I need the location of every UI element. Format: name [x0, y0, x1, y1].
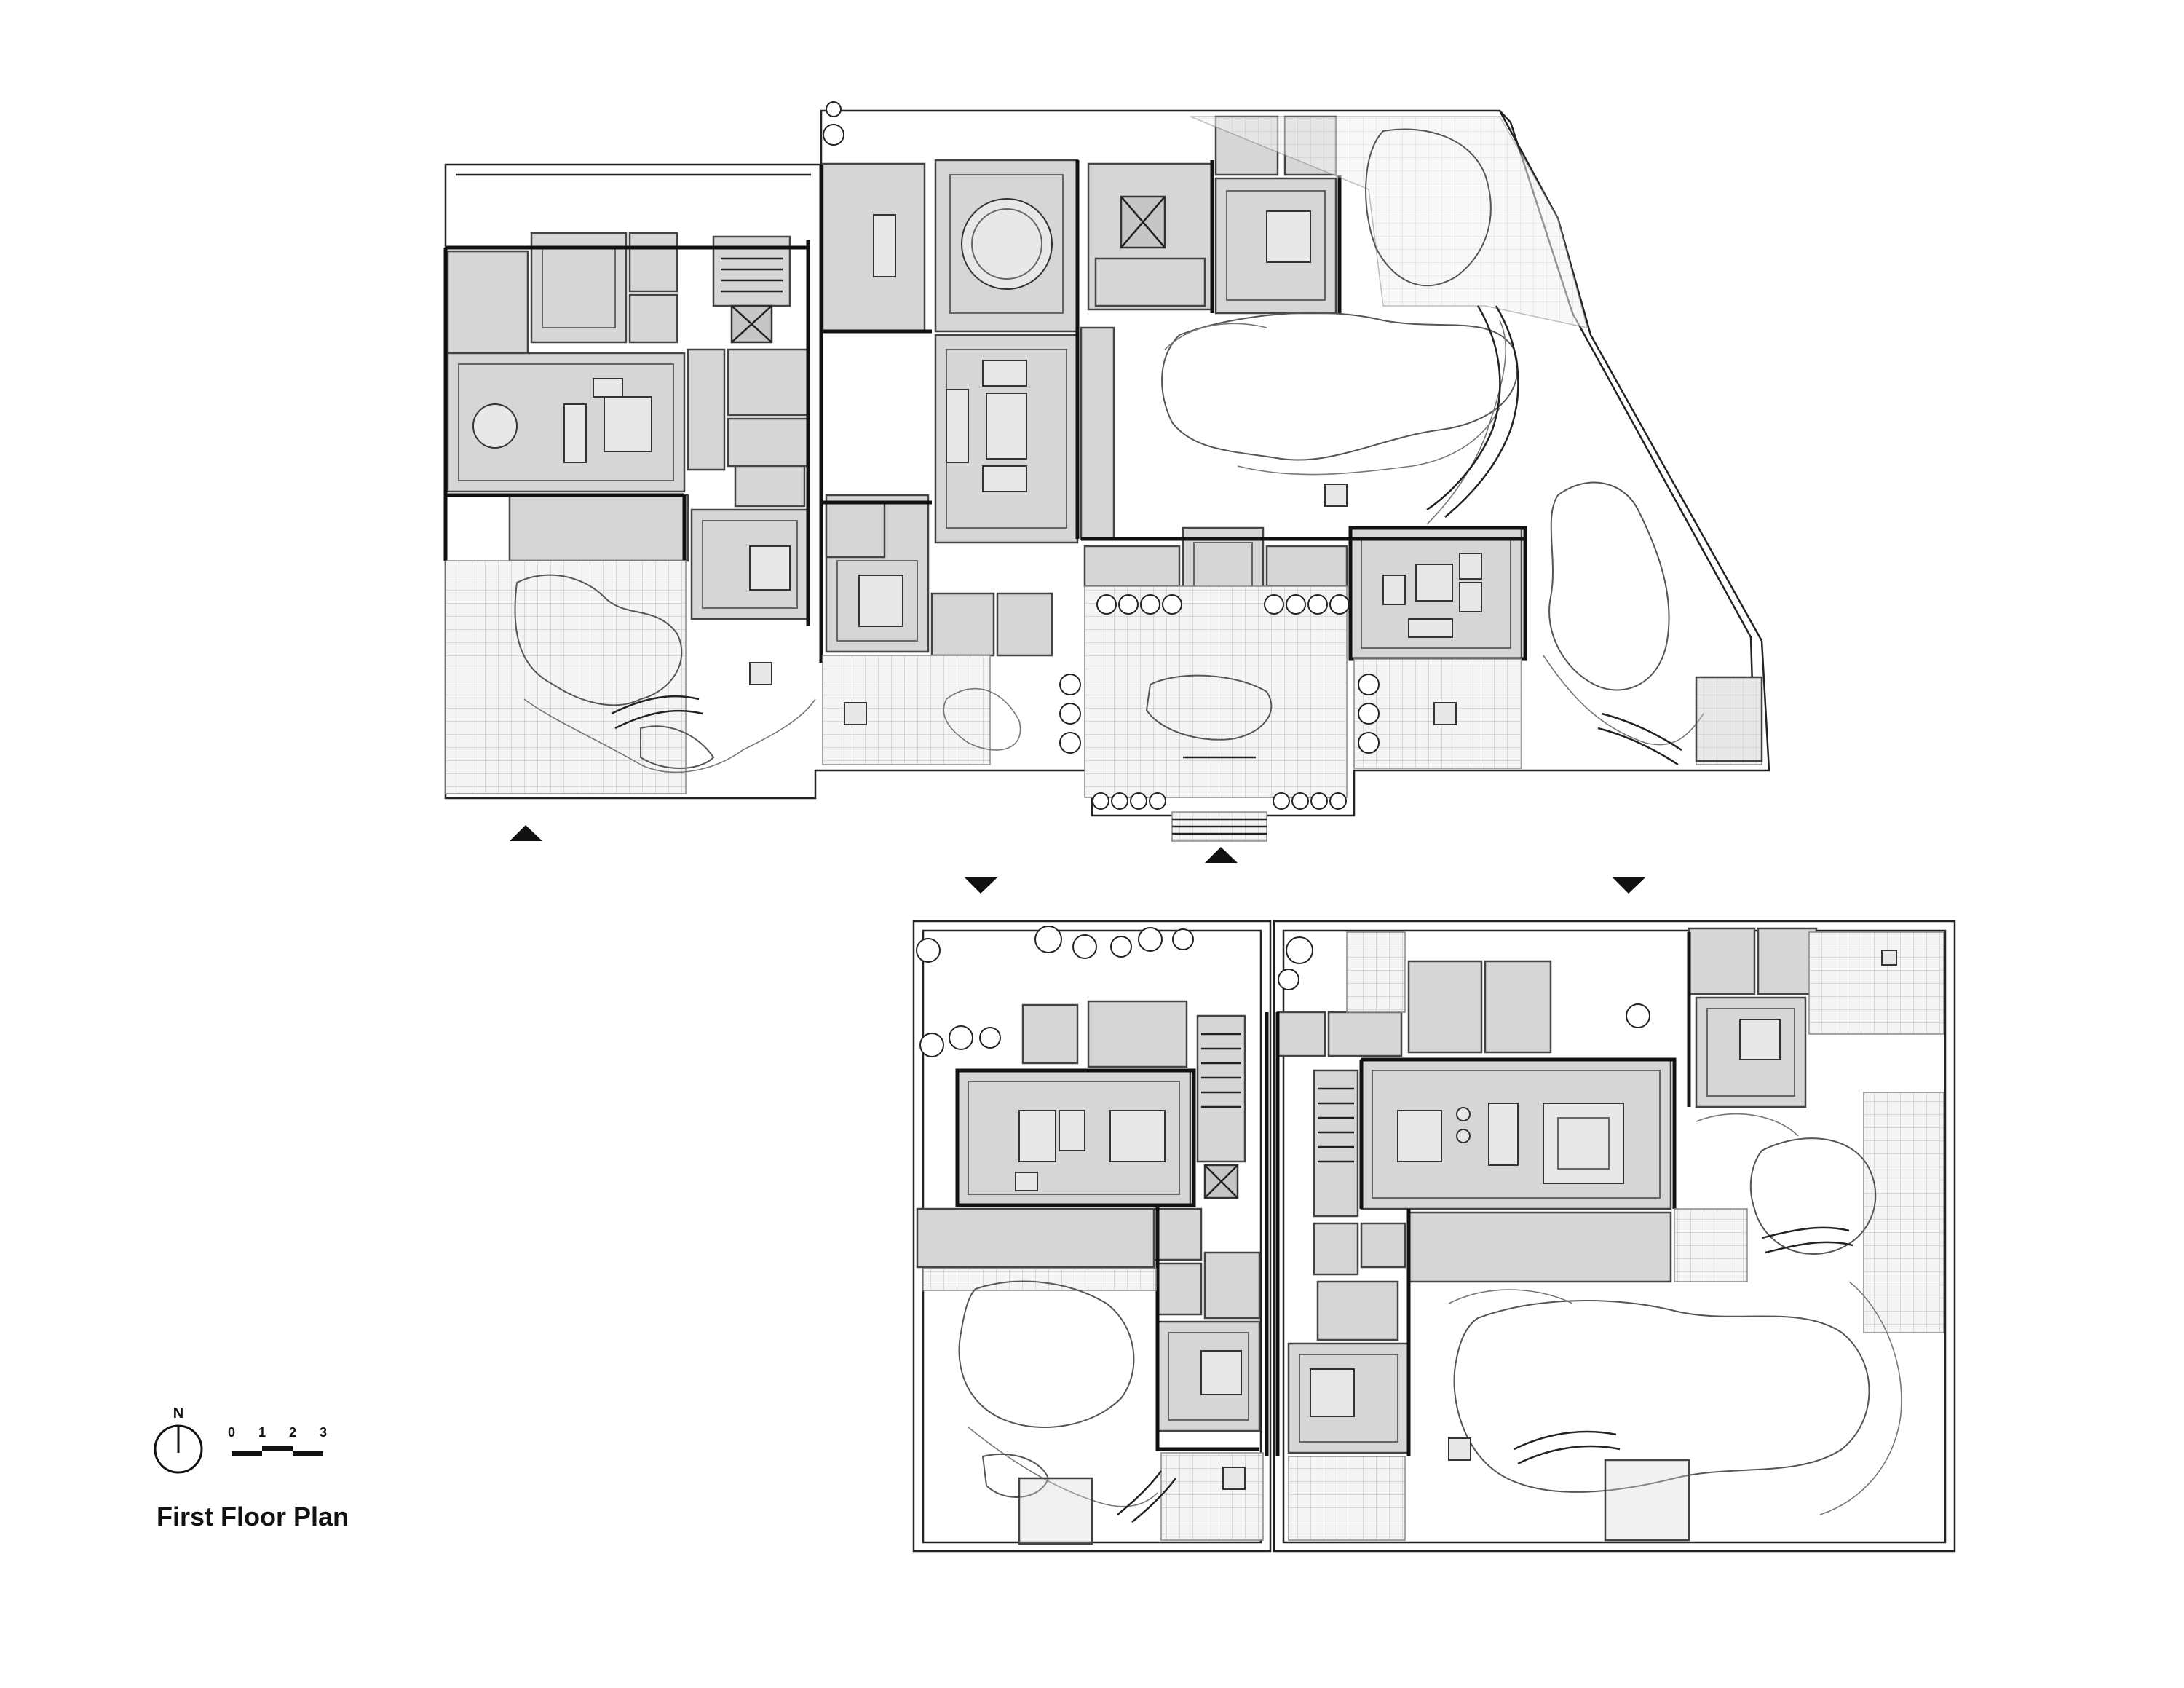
west-study: [446, 250, 529, 355]
east-unit-garden-pond: [1453, 1300, 1870, 1493]
east-unit-stair: [1313, 1069, 1359, 1218]
east-garden-pavilion: [1695, 676, 1763, 762]
upper-residence: [443, 101, 1770, 842]
lower-site-boundary-west: [912, 920, 1272, 1553]
scale-tick-2: 2: [289, 1425, 296, 1440]
upper-tree-row: [823, 101, 1380, 810]
west-unit-pavilion: [1018, 1477, 1093, 1545]
lower-residences: [912, 920, 1956, 1553]
east-garden-rockery: [1548, 481, 1670, 691]
upper-patio-tables: [749, 484, 1457, 725]
curved-bridge-north: [1426, 305, 1519, 518]
triangle-entrance-icon: [1205, 847, 1238, 863]
west-unit-bath: [1021, 1003, 1079, 1065]
scale-tick-3: 3: [320, 1425, 327, 1440]
entrance-markers: [510, 825, 1645, 894]
west-unit-garden-rockery: [958, 1280, 1135, 1428]
south-gallery: [1083, 545, 1181, 588]
west-terrace: [508, 494, 689, 562]
triangle-entrance-icon: [510, 825, 542, 841]
scale-bar: 0 1 2 3: [228, 1425, 327, 1456]
west-bedroom: [530, 232, 628, 344]
scale-tick-1: 1: [258, 1425, 266, 1440]
scale-tick-0: 0: [228, 1425, 235, 1440]
west-unit-bedroom-north: [1087, 1000, 1188, 1068]
central-courtyard-pool: [1145, 674, 1273, 741]
north-arrow-label: N: [173, 1405, 183, 1421]
east-unit-terrace: [1407, 1211, 1672, 1283]
west-bath: [628, 232, 678, 293]
lower-tree-row: [916, 926, 1650, 1057]
east-unit-pavilion: [1604, 1459, 1690, 1542]
lower-site-boundary-east: [1273, 920, 1956, 1553]
upper-site-boundary: [444, 109, 1770, 817]
west-garden-rockery: [514, 574, 683, 706]
drawing-title: First Floor Plan: [157, 1502, 349, 1531]
curved-bridge-west: [611, 695, 703, 730]
east-unit-bridge: [1514, 1430, 1621, 1465]
north-arrow-icon: [154, 1424, 203, 1474]
north-pond: [1161, 312, 1519, 461]
east-unit-kitchen: [1407, 960, 1483, 1054]
west-unit-terrace: [916, 1207, 1155, 1269]
west-unit-stair: [1196, 1014, 1246, 1163]
triangle-entrance-icon: [965, 877, 997, 894]
triangle-entrance-icon: [1613, 877, 1645, 894]
